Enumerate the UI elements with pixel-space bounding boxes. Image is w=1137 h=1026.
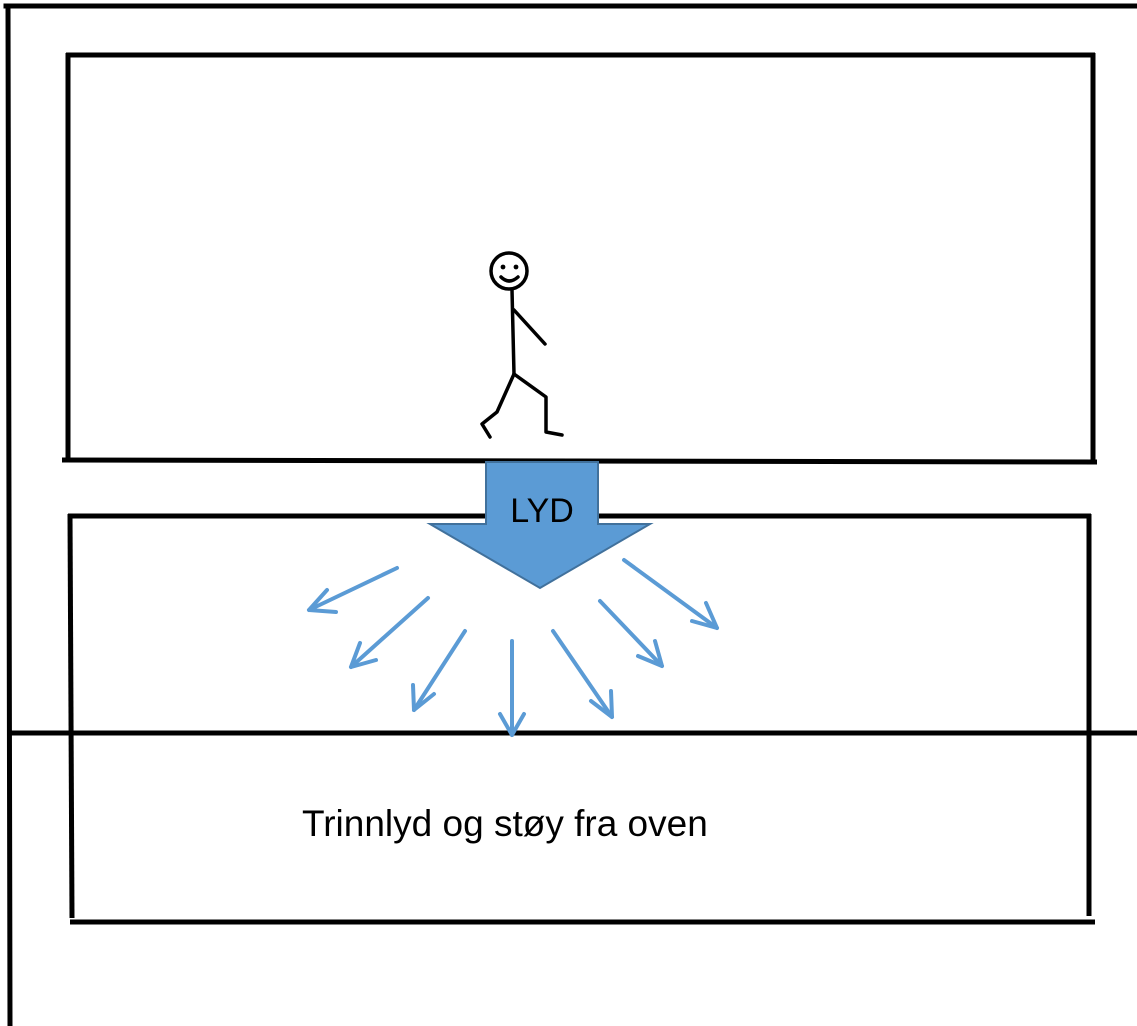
lower-room <box>67 513 1095 925</box>
sound-arrow-icon: LYD <box>426 461 654 590</box>
spread-arrow-6 <box>598 599 664 668</box>
sound-arrow-shape <box>426 461 654 590</box>
building-frame <box>3 3 1137 1026</box>
person-arm <box>512 308 547 346</box>
person-head <box>489 251 529 291</box>
person-leg-front <box>512 372 564 437</box>
sound-arrow-label: LYD <box>510 492 574 530</box>
person-smile <box>499 275 520 283</box>
spread-arrow-3 <box>411 629 467 712</box>
spread-arrow-2 <box>349 596 430 669</box>
diagram-caption: Trinnlyd og støy fra oven <box>302 803 708 844</box>
walking-stick-figure-icon <box>480 251 564 439</box>
spread-arrow-5 <box>551 629 614 719</box>
person-eye-right <box>513 264 519 270</box>
upper-room <box>61 52 1098 465</box>
person-eye-left <box>500 264 506 270</box>
spread-arrow-4 <box>498 639 526 737</box>
spread-arrow-7 <box>622 558 719 630</box>
person-leg-back <box>480 372 516 439</box>
person-body <box>510 288 516 376</box>
radiating-sound-arrows <box>307 558 719 737</box>
spread-arrow-1 <box>307 566 399 614</box>
